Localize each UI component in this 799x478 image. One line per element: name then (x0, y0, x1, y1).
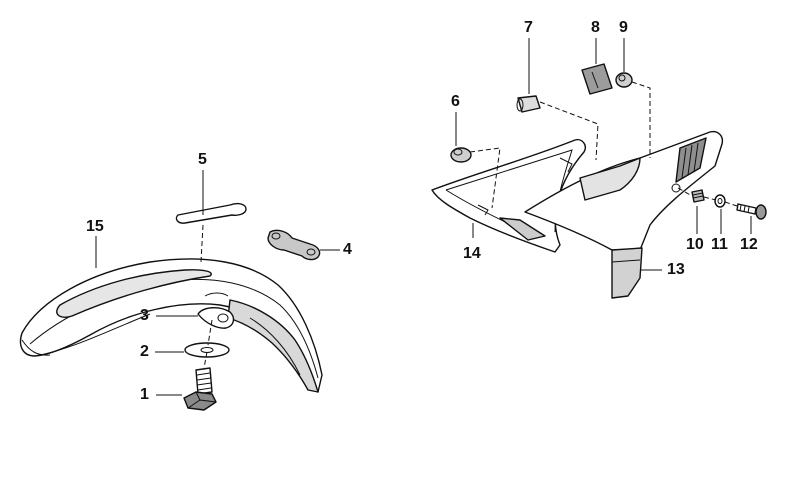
part-12-screw (736, 203, 767, 220)
callout-15: 15 (86, 218, 104, 235)
callout-4: 4 (343, 241, 352, 258)
part-9-grommet (615, 72, 633, 88)
callout-5: 5 (198, 151, 207, 168)
callout-3: 3 (140, 307, 149, 324)
part-4-bracket (267, 229, 321, 261)
callout-10: 10 (686, 236, 704, 253)
part-1-bolt (183, 367, 217, 411)
callout-6: 6 (451, 93, 460, 110)
part-13-side-panel (524, 130, 724, 299)
part-2-washer (184, 342, 230, 358)
part-8-clip (581, 63, 613, 95)
part-13-grille (675, 137, 707, 183)
callout-13: 13 (667, 261, 685, 278)
callout-1: 1 (140, 386, 149, 403)
callout-7: 7 (524, 19, 533, 36)
callout-8: 8 (591, 19, 600, 36)
callout-2: 2 (140, 343, 149, 360)
part-11-washer (714, 194, 726, 208)
part-7-sleeve (516, 95, 541, 113)
part-3-clip-nut (197, 307, 235, 329)
part-5-plate (175, 202, 247, 224)
callout-14: 14 (463, 245, 481, 262)
callout-11: 11 (711, 236, 728, 253)
part-14-side-panel (431, 138, 586, 253)
part-10-spring-nut (691, 189, 705, 203)
part-15-front-fender (19, 258, 323, 393)
callout-9: 9 (619, 19, 628, 36)
callout-12: 12 (740, 236, 758, 253)
part-6-grommet (450, 147, 472, 163)
leader-lines (95, 38, 752, 396)
